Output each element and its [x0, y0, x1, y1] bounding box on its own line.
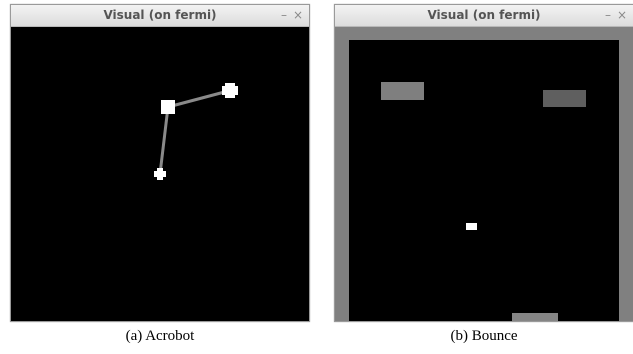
- acrobot-link-lower: [158, 106, 170, 175]
- bounce-ball: [466, 223, 477, 230]
- minimize-icon[interactable]: –: [281, 8, 287, 22]
- close-icon[interactable]: ×: [616, 8, 627, 22]
- bounce-brick-right: [543, 90, 586, 107]
- acrobot-window: Visual (on fermi) – ×: [10, 4, 310, 322]
- caption-acrobot: (a) Acrobot: [125, 328, 195, 344]
- acrobot-base-joint: [154, 168, 166, 180]
- titlebar[interactable]: Visual (on fermi) – ×: [335, 5, 633, 27]
- window-title: Visual (on fermi): [427, 8, 541, 22]
- minimize-icon[interactable]: –: [605, 8, 611, 22]
- bounce-scene: [335, 27, 633, 321]
- acrobot-tip-joint: [222, 83, 238, 98]
- acrobot-scene: [11, 27, 309, 321]
- titlebar[interactable]: Visual (on fermi) – ×: [11, 5, 309, 27]
- acrobot-middle-joint: [161, 100, 175, 114]
- bounce-brick-left: [381, 82, 424, 100]
- window-title: Visual (on fermi): [103, 8, 217, 22]
- caption-bounce: (b) Bounce: [450, 328, 518, 344]
- acrobot-link-upper: [167, 88, 233, 109]
- bounce-canvas: [335, 27, 633, 321]
- bounce-window: Visual (on fermi) – ×: [334, 4, 633, 322]
- close-icon[interactable]: ×: [292, 8, 303, 22]
- acrobot-canvas: [11, 27, 309, 321]
- bounce-paddle: [512, 313, 558, 321]
